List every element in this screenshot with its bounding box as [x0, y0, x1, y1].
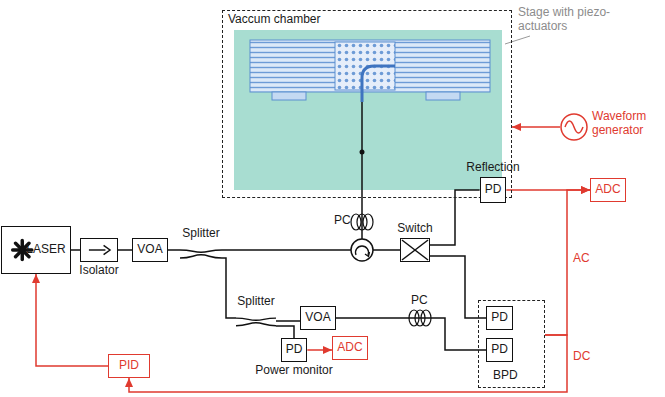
- drawing-path: [180, 255, 222, 258]
- splitter: Splitter: [236, 312, 276, 330]
- fiber: [361, 102, 363, 239]
- node-heading: Waveform generator: [592, 110, 654, 138]
- photodiode-box: PDPower monitor: [281, 338, 308, 362]
- polarization-controller: [415, 310, 425, 326]
- box-text: PD: [491, 343, 508, 357]
- fiber: [373, 249, 400, 251]
- edge-label: DC: [572, 350, 591, 364]
- component-label: PC: [334, 214, 351, 228]
- isolator-arrow: [81, 239, 117, 261]
- splitter: Splitter: [180, 244, 222, 262]
- anchor-pad: [272, 92, 306, 100]
- node-heading: Reflection: [466, 161, 519, 175]
- optical-fiber: [430, 190, 480, 245]
- node-heading: Power monitor: [255, 364, 332, 378]
- drawing-path: [104, 245, 110, 254]
- laser-box: LASER: [1, 226, 70, 274]
- stage-note: Stage with piezo-actuators: [518, 6, 646, 34]
- switch-box: Switch: [400, 238, 430, 262]
- drawing-ellipse: [357, 214, 367, 230]
- waveform-generator: Waveform generator: [560, 113, 588, 141]
- drawing-line: [402, 240, 428, 260]
- optical-fiber: [168, 249, 180, 251]
- drawing-path: [180, 250, 222, 252]
- signal-wire: [36, 274, 108, 366]
- drawing-ellipse: [363, 214, 373, 230]
- signal-source: [560, 113, 588, 141]
- polarization-controller: [351, 214, 373, 230]
- adc-box: ADC: [590, 178, 626, 202]
- signal-wire: [512, 126, 560, 128]
- drawing-circle: [561, 114, 587, 140]
- circulator: [351, 239, 373, 261]
- drawing-path: [236, 318, 276, 320]
- circulator-arrow: [356, 246, 369, 255]
- signal-wire: [545, 190, 590, 335]
- polarization-controller: [409, 310, 419, 326]
- anchor-pad: [426, 92, 460, 100]
- optical-fiber: [276, 320, 300, 322]
- drawing-ellipse: [351, 214, 361, 230]
- edge-label: AC: [572, 252, 591, 266]
- adc-box: ADC: [332, 336, 368, 360]
- box-text: ADC: [337, 341, 362, 355]
- signal-wire: [307, 349, 332, 351]
- node-heading: Splitter: [182, 227, 219, 241]
- optical-fiber: [222, 258, 236, 318]
- coupler-symbol: [236, 312, 276, 330]
- polarization-controller: [421, 310, 431, 326]
- balanced-detector: BPD PD PD: [478, 300, 545, 388]
- box-text: PD: [491, 311, 508, 325]
- node-heading: Switch: [397, 222, 432, 236]
- box-text: VOA: [137, 243, 162, 257]
- isolator-box: Isolator: [80, 238, 118, 262]
- node-heading: Splitter: [237, 295, 274, 309]
- photodiode-box: ReflectionPD: [480, 177, 507, 203]
- signal-wire: [129, 335, 567, 392]
- drawing-line: [89, 249, 106, 250]
- node-heading: Vaccum chamber: [228, 13, 320, 27]
- fiber-tip: [360, 150, 365, 155]
- pid-box: PID: [108, 354, 150, 378]
- node-heading: Isolator: [79, 264, 118, 278]
- coupler-symbol: [180, 244, 222, 262]
- box-text: ADC: [595, 183, 620, 197]
- box-text: VOA: [305, 311, 330, 325]
- attenuator-box: VOA: [300, 306, 336, 330]
- box-text: PID: [119, 359, 139, 373]
- photodiode-box: PD: [486, 306, 513, 330]
- leader-line: [505, 36, 530, 44]
- fiber: [222, 249, 351, 251]
- piezo-stage: [234, 30, 502, 190]
- drawing-path: [236, 323, 276, 326]
- optical-fiber: [118, 249, 132, 251]
- drawing-line: [402, 240, 428, 260]
- circulator-arrowhead: [365, 252, 370, 257]
- optical-fiber: [276, 326, 294, 338]
- component-label: PC: [411, 294, 428, 308]
- box-text: LASER: [26, 243, 65, 257]
- switch-cross: [401, 239, 429, 261]
- drawing-path: [565, 121, 583, 133]
- attenuator-box: VOA: [132, 238, 168, 262]
- optical-fiber: [71, 249, 80, 251]
- waveguide: [362, 66, 395, 102]
- photodiode-box: PD: [486, 338, 513, 362]
- box-text: PD: [485, 183, 502, 197]
- node-heading: BPD: [493, 369, 518, 383]
- box-text: PD: [286, 343, 303, 357]
